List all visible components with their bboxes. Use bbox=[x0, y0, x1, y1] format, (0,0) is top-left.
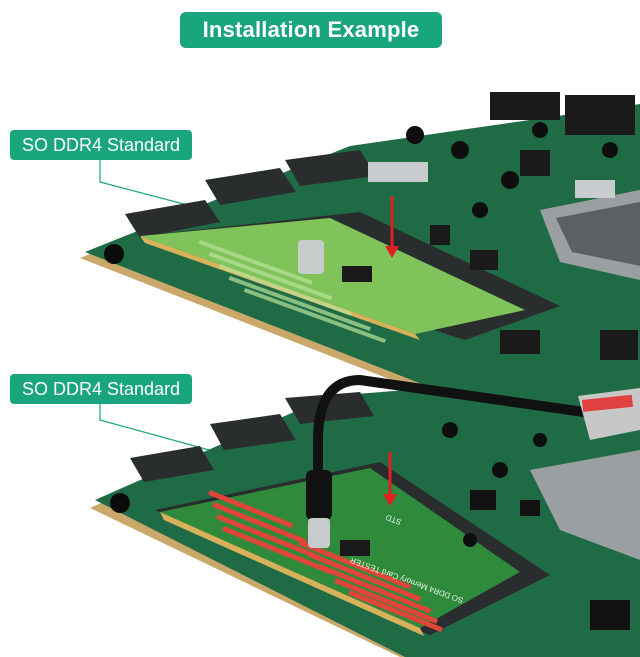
pin-header bbox=[130, 446, 214, 482]
chip bbox=[340, 540, 370, 556]
pin-header bbox=[210, 414, 296, 450]
pin-header bbox=[205, 168, 296, 205]
usb-c-plug-metal bbox=[308, 518, 330, 548]
motherboard-bottom: SO DDR4 Memory Card TESTER STD bbox=[90, 372, 640, 657]
motherboard-top bbox=[80, 92, 640, 505]
leader-line-top bbox=[99, 160, 223, 215]
title-banner: Installation Example bbox=[180, 12, 442, 48]
usb-c-plug bbox=[306, 470, 332, 520]
pin-header bbox=[125, 200, 220, 238]
cpu-socket bbox=[530, 450, 640, 560]
sd-card-slot bbox=[368, 162, 428, 182]
mounting-hole bbox=[104, 244, 124, 264]
leader-line-bottom bbox=[99, 404, 239, 459]
chip bbox=[342, 266, 372, 282]
pin-header bbox=[285, 392, 374, 424]
port-header bbox=[490, 92, 560, 120]
pin-header bbox=[285, 150, 376, 186]
usb-c-port bbox=[298, 240, 324, 274]
callout-bottom: SO DDR4 Standard bbox=[10, 374, 193, 404]
callout-top: SO DDR4 Standard bbox=[10, 130, 193, 160]
tester-card-top bbox=[140, 218, 525, 334]
usb-c-cable bbox=[313, 374, 640, 525]
mounting-hole bbox=[110, 493, 130, 513]
